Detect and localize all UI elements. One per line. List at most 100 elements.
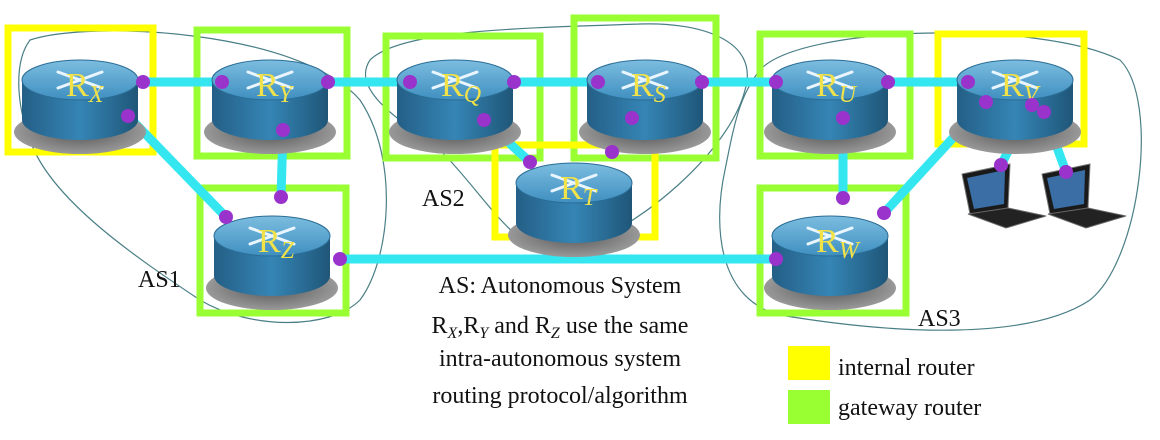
- port-x-z-a: [121, 109, 135, 123]
- router-z: RZ: [206, 215, 338, 310]
- port-v-laptop-2-b: [1059, 165, 1073, 179]
- port-s-t-b: [605, 145, 619, 159]
- router-z-gateway-frame: [196, 184, 350, 317]
- router-arrows-icon: [246, 70, 294, 90]
- port-u-v-b: [961, 75, 975, 89]
- laptop-1-icon: [961, 163, 1047, 229]
- router-label-base: R: [66, 67, 89, 104]
- router-arrows-icon: [806, 226, 854, 246]
- port-y-q-a: [321, 75, 335, 89]
- router-label-sub: U: [839, 82, 858, 108]
- port-v-w-b: [877, 206, 891, 220]
- legend: internal router gateway router: [788, 346, 981, 424]
- router-label-sub: S: [654, 82, 666, 108]
- note-line-1: AS: Autonomous System: [439, 273, 682, 299]
- note-line-2: RX,RY and RZ use the same: [432, 313, 689, 342]
- legend-internal-label: internal router: [838, 355, 975, 381]
- note-line-2-part: R: [432, 313, 448, 339]
- router-arrows-icon: [550, 173, 598, 193]
- router-label-sub: W: [839, 238, 861, 264]
- router-label: RX: [66, 67, 105, 108]
- router-label-sub: T: [583, 185, 598, 211]
- router-label: RZ: [258, 223, 295, 264]
- port-v-laptop-2-a: [1037, 105, 1051, 119]
- port-s-u-b: [769, 75, 783, 89]
- hosts: [961, 163, 1127, 229]
- router-label: RW: [816, 223, 861, 264]
- router-label-base: R: [816, 223, 839, 260]
- router-label: RT: [560, 170, 598, 211]
- router-label-base: R: [816, 67, 839, 104]
- as2-label: AS2: [422, 186, 465, 212]
- router-u-gateway-frame: [756, 30, 914, 160]
- router-label-base: R: [441, 67, 464, 104]
- router-label-base: R: [1001, 67, 1024, 104]
- port-u-w-b: [836, 191, 850, 205]
- explanation-note: AS: Autonomous System RX,RY and RZ use t…: [432, 273, 689, 409]
- as3-label: AS3: [918, 306, 961, 332]
- router-y: RY: [204, 59, 336, 154]
- router-label-sub: X: [88, 82, 105, 108]
- port-q-t-a: [477, 113, 491, 127]
- router-q-gateway-frame: [382, 32, 544, 162]
- port-v-laptop-1-a: [1025, 98, 1039, 112]
- router-x: RX: [14, 59, 146, 154]
- port-v-laptop-1-b: [994, 158, 1008, 172]
- router-w-gateway-frame: [756, 184, 910, 317]
- note-line-4: routing protocol/algorithm: [432, 383, 688, 409]
- router-s-gateway-frame: [570, 14, 720, 162]
- port-s-u-a: [695, 75, 709, 89]
- router-q: RQ: [389, 59, 521, 154]
- note-line-2-part: use the same: [560, 313, 689, 339]
- router-u: RU: [764, 59, 896, 154]
- port-y-q-b: [403, 75, 417, 89]
- router-label: RS: [631, 67, 666, 108]
- note-line-2-sub: Z: [551, 325, 561, 342]
- router-arrows-icon: [431, 70, 479, 90]
- router-arrows-icon: [991, 70, 1039, 90]
- router-v: RV: [949, 59, 1081, 154]
- legend-internal-swatch: [788, 346, 830, 380]
- legend-gateway-label: gateway router: [838, 395, 981, 421]
- router-label: RU: [816, 67, 858, 108]
- router-label-sub: Q: [464, 82, 481, 108]
- router-t: RT: [508, 162, 640, 257]
- interface-ports: [121, 75, 1073, 266]
- port-x-z-b: [219, 210, 233, 224]
- legend-gateway-swatch: [788, 390, 830, 424]
- router-label-base: R: [258, 223, 281, 260]
- note-line-2-part: ,R: [457, 313, 479, 339]
- note-line-2-sub: X: [447, 325, 459, 342]
- router-y-gateway-frame: [193, 26, 351, 160]
- router-label-base: R: [631, 67, 654, 104]
- as1-label: AS1: [138, 267, 181, 293]
- laptop-2-icon: [1041, 163, 1127, 229]
- port-u-w-a: [836, 111, 850, 125]
- port-x-y-a: [136, 75, 150, 89]
- router-label: RY: [256, 67, 295, 108]
- router-arrows-icon: [248, 226, 296, 246]
- port-q-t-b: [523, 155, 537, 169]
- port-x-y-b: [215, 75, 229, 89]
- router-label-base: R: [256, 67, 279, 104]
- port-y-z-b: [274, 190, 288, 204]
- note-line-3: intra-autonomous system: [439, 346, 681, 372]
- router-label: RQ: [441, 67, 481, 108]
- port-y-z-a: [276, 123, 290, 137]
- port-u-v-a: [881, 75, 895, 89]
- router-label-sub: Z: [281, 238, 295, 264]
- note-line-2-part: and R: [488, 313, 551, 339]
- router-label-base: R: [560, 170, 583, 207]
- router-arrows-icon: [621, 70, 669, 90]
- port-v-w-a: [979, 95, 993, 109]
- port-q-s-a: [507, 75, 521, 89]
- router-s: RS: [579, 59, 711, 154]
- port-z-w-a: [333, 252, 347, 266]
- port-z-w-b: [769, 252, 783, 266]
- router-arrows-icon: [806, 70, 854, 90]
- router-arrows-icon: [56, 70, 104, 90]
- port-s-t-a: [625, 111, 639, 125]
- note-line-2-sub: Y: [479, 325, 490, 342]
